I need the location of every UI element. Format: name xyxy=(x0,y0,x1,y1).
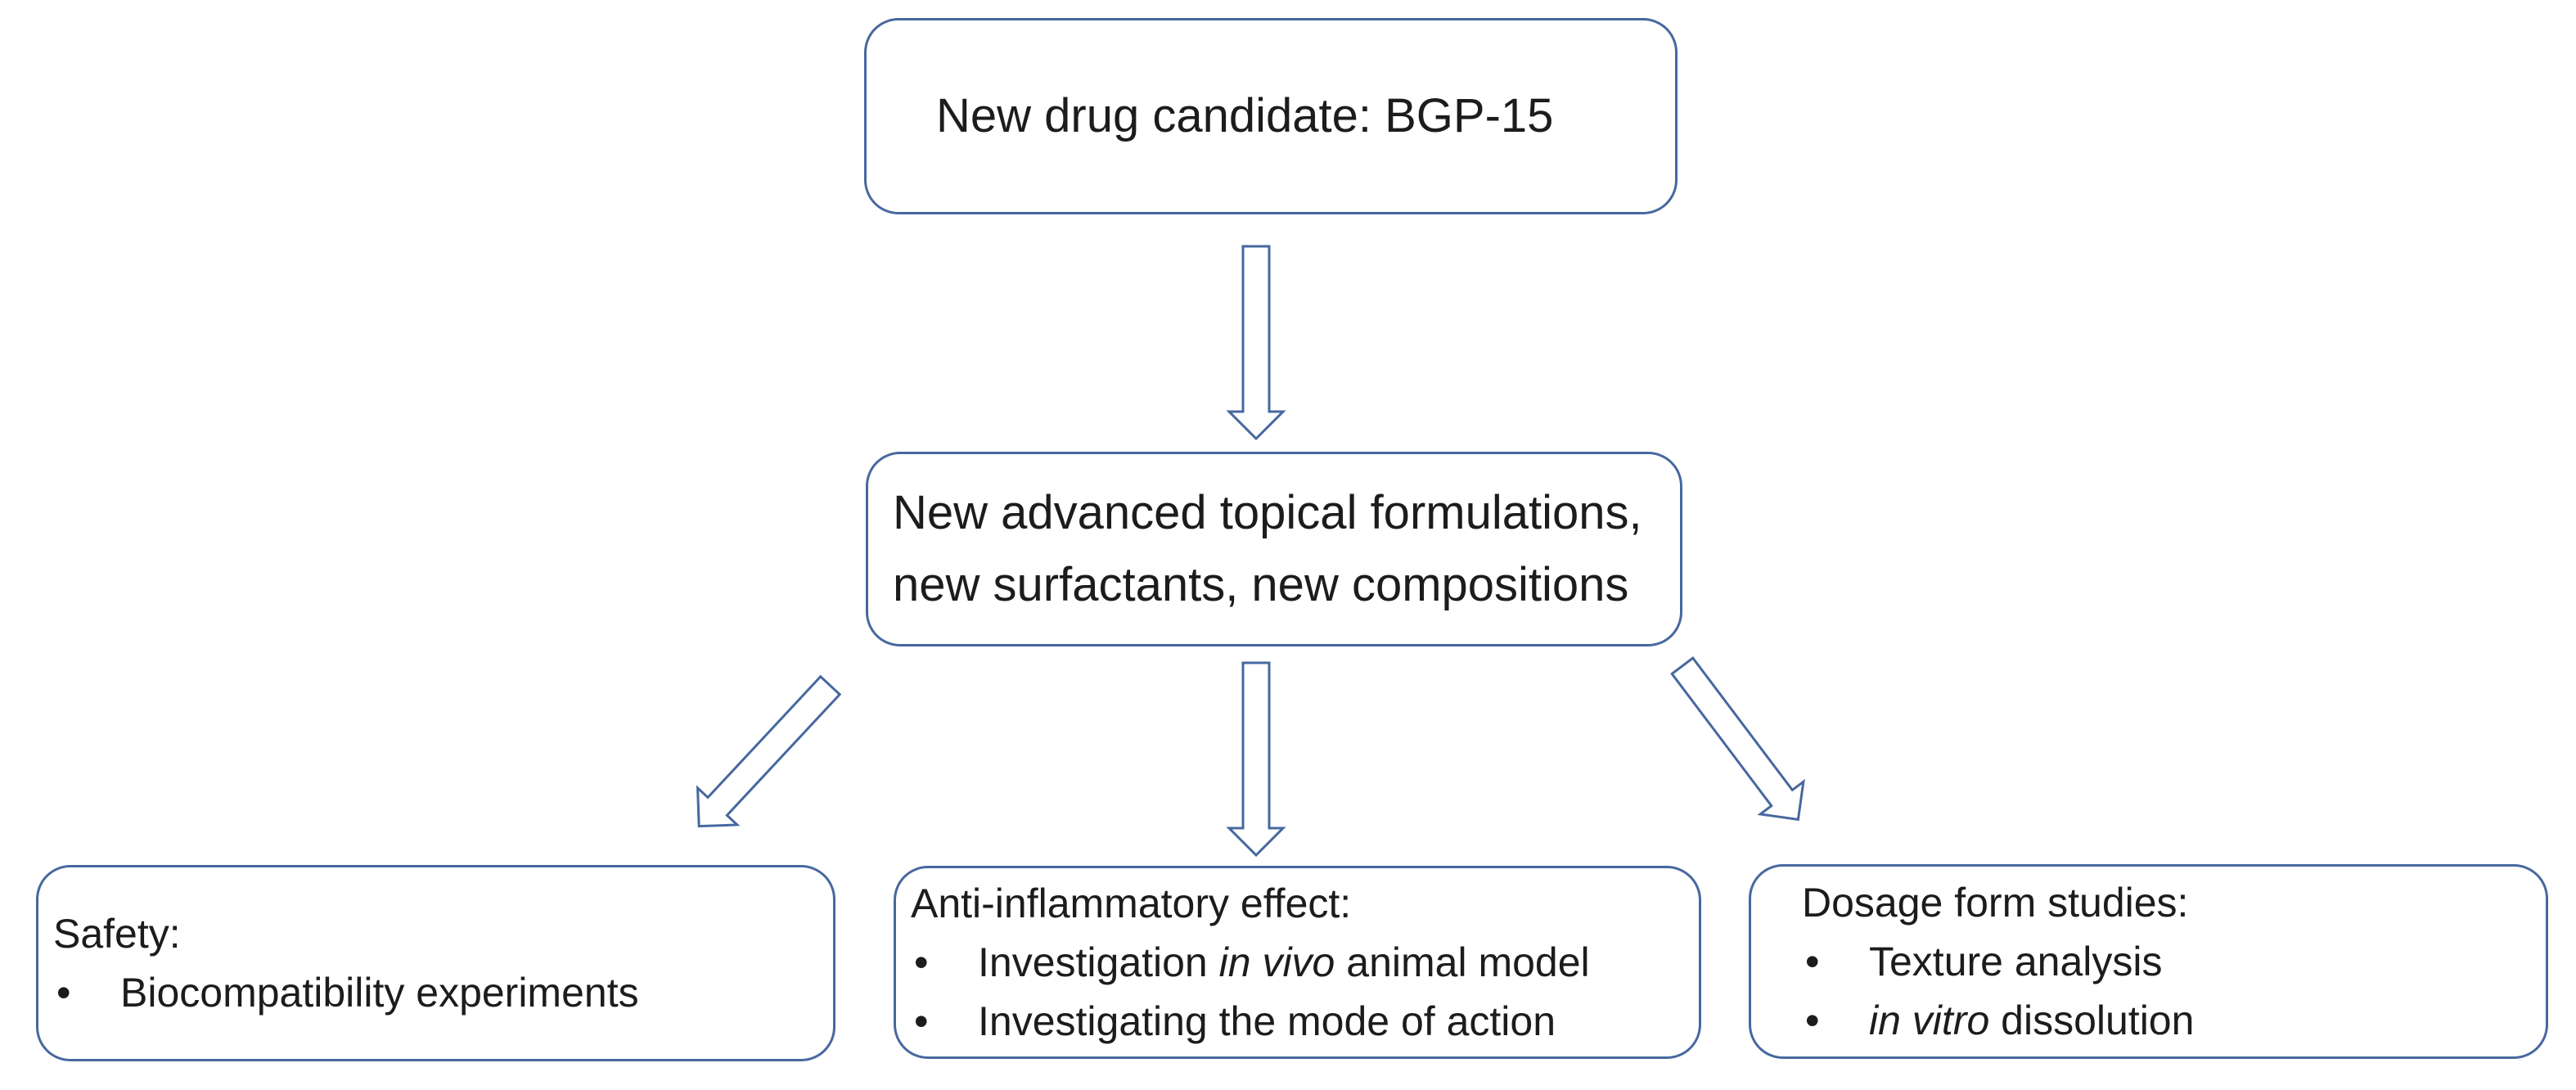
arrow-down-left-icon xyxy=(696,674,842,828)
node-dosage-form-studies: Dosage form studies: • Texture analysis … xyxy=(1749,864,2548,1059)
list-item: • Texture analysis xyxy=(1802,932,2546,991)
node-new-drug-candidate-text: New drug candidate: BGP-15 xyxy=(936,89,1554,142)
list-item-text-italic: in vivo xyxy=(1218,939,1335,985)
list-item-text-part: Biocompatibility experiments xyxy=(120,970,639,1016)
bullet-icon: • xyxy=(1805,939,1820,984)
list-item-text-part: Texture analysis xyxy=(1869,939,2163,984)
node-anti-inflammatory-title: Anti-inflammatory effect: xyxy=(911,881,1352,926)
node-safety-title: Safety: xyxy=(53,911,181,957)
node-anti-inflammatory: Anti-inflammatory effect: • Investigatio… xyxy=(894,866,1701,1059)
list-item-text: Texture analysis xyxy=(1869,932,2163,991)
node-formulations: New advanced topical formulations, new s… xyxy=(866,452,1682,646)
list-item: • Investigating the mode of action xyxy=(911,992,1699,1051)
arrow-down-icon xyxy=(1226,661,1286,858)
list-item-text: Investigation in vivo animal model xyxy=(978,933,1590,992)
node-new-drug-candidate: New drug candidate: BGP-15 xyxy=(864,18,1678,214)
node-formulations-line2: new surfactants, new compositions xyxy=(893,558,1629,611)
arrow-down-right-icon xyxy=(1670,656,1805,822)
list-item: • Biocompatibility experiments xyxy=(53,963,833,1022)
list-item-text-part: Investigation xyxy=(978,939,1219,985)
list-item-text-part: animal model xyxy=(1335,939,1590,985)
list-item-text-italic: in vitro xyxy=(1869,998,1990,1043)
list-item-text-part: dissolution xyxy=(1989,998,2195,1043)
list-item-text-part: Investigating the mode of action xyxy=(978,998,1556,1044)
list-item-text: Biocompatibility experiments xyxy=(120,963,639,1022)
bullet-icon: • xyxy=(914,939,929,985)
bullet-icon: • xyxy=(914,998,929,1044)
arrow-down-icon xyxy=(1226,245,1286,441)
list-item-text: Investigating the mode of action xyxy=(978,992,1556,1051)
node-safety: Safety: • Biocompatibility experiments xyxy=(36,865,835,1061)
list-item-text: in vitro dissolution xyxy=(1869,991,2194,1050)
list-item: • Investigation in vivo animal model xyxy=(911,933,1699,992)
bullet-icon: • xyxy=(56,970,71,1016)
list-item: • in vitro dissolution xyxy=(1802,991,2546,1050)
bullet-icon: • xyxy=(1805,998,1820,1043)
node-formulations-line1: New advanced topical formulations, xyxy=(893,486,1642,539)
node-dosage-form-studies-title: Dosage form studies: xyxy=(1802,880,2189,926)
